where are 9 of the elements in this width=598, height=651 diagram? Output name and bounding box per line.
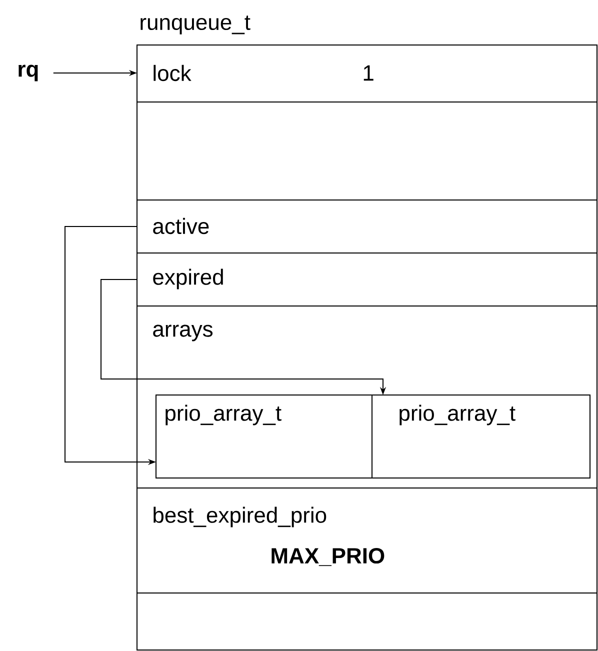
field-row: active (136, 200, 598, 234)
field-row: lock 1 (136, 44, 598, 82)
field-row: best_expired_prio MAX_PRIO (136, 488, 598, 566)
pointer-label: rq (18, 64, 38, 82)
array-cell: prio_array_t (156, 394, 372, 478)
node-label: runqueue_t (140, 16, 250, 34)
array-cell: prio_array_t (372, 394, 590, 478)
field-row: arrays (136, 306, 598, 342)
field-row: expired (136, 252, 598, 290)
